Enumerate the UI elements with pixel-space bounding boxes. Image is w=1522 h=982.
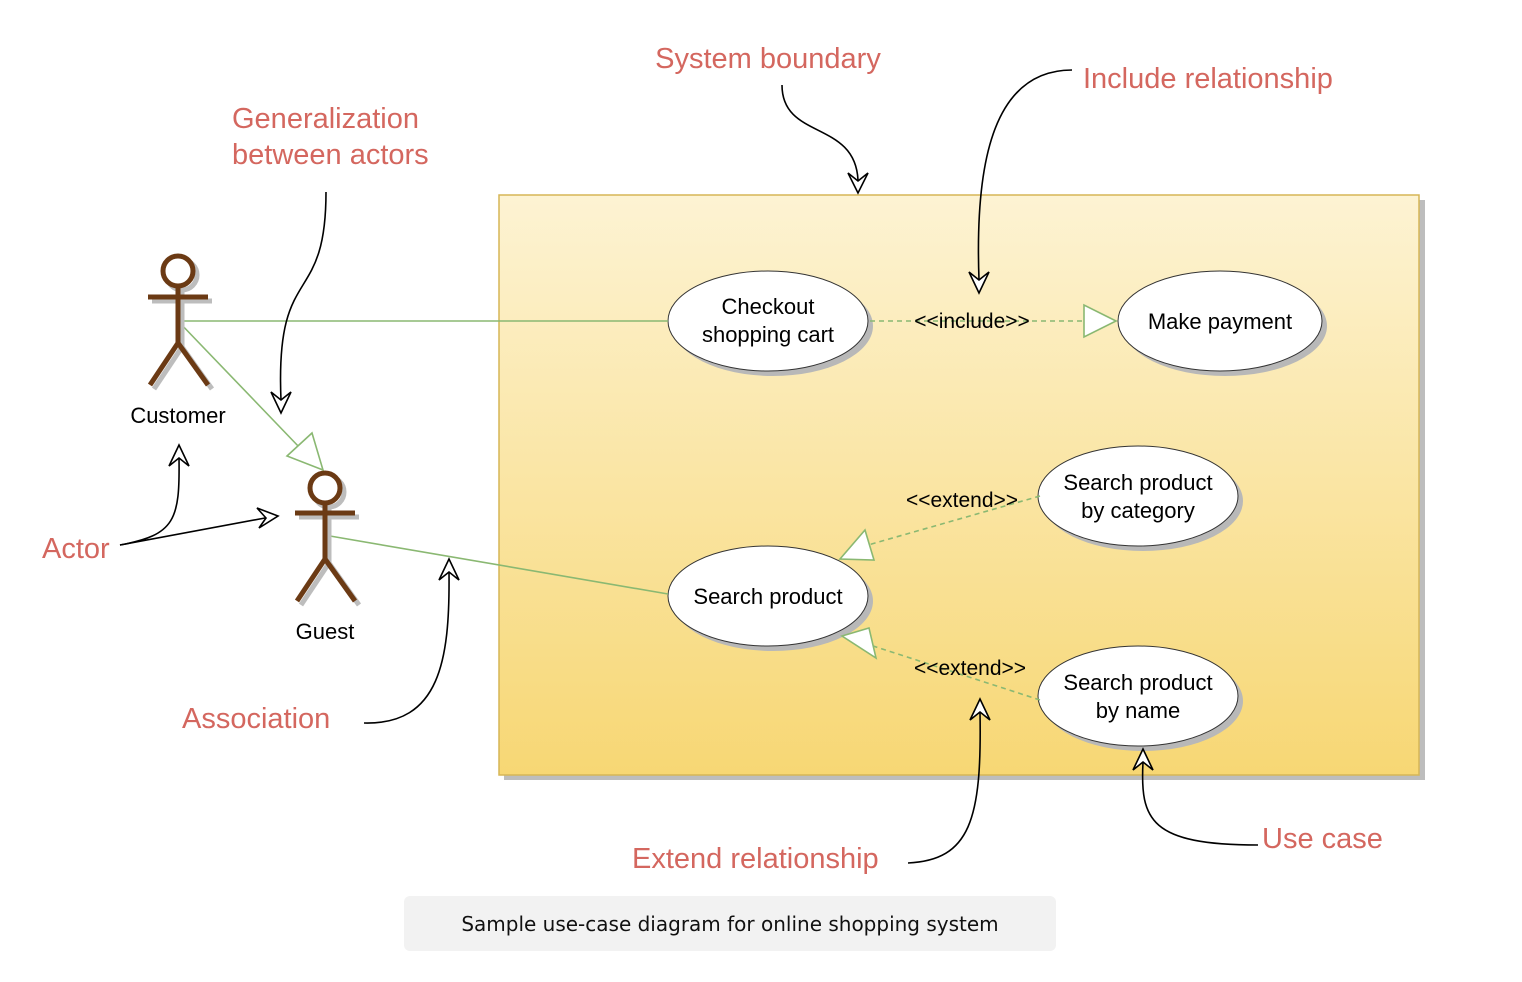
actor-arrow-customer [119,443,190,546]
extend-label-name: <<extend>> [914,657,1026,680]
use-case-label: Search product [1063,470,1212,495]
system-boundary-arrow [781,84,869,195]
extend-connector-category [838,495,1041,561]
use-case-search-product: Search product [667,545,873,651]
annotation-system-boundary: System boundary [655,43,881,75]
extend-label-category: <<extend>> [906,489,1018,512]
use-case-label: Checkout [722,294,815,319]
generalization-arrow [270,191,327,415]
annotation-generalization-line2: between actors [232,139,429,171]
use-case-checkout-shopping-cart: Checkout shopping cart [667,270,873,376]
use-case-label: Search product [693,584,842,609]
use-case-make-payment: Make payment [1117,270,1327,376]
include-relationship-arrow [968,69,1073,295]
use-case-label: by name [1096,698,1180,723]
association-guest-search [329,535,669,595]
annotation-include-relationship: Include relationship [1083,63,1333,95]
include-connector [870,303,1118,339]
include-label: <<include>> [914,310,1030,333]
diagram-caption: Sample use-case diagram for online shopp… [404,896,1056,951]
annotation-association: Association [182,703,330,735]
caption-text: Sample use-case diagram for online shopp… [461,911,999,936]
use-case-arrow [1132,747,1259,846]
guest-label: Guest [296,619,355,644]
use-case-search-product-by-category: Search product by category [1037,445,1243,551]
annotation-extend-relationship: Extend relationship [632,843,879,875]
customer-actor-icon [147,253,215,391]
extend-connector-name [840,626,1041,701]
use-case-label: by category [1081,498,1195,523]
generalization-customer-guest [177,320,325,472]
use-case-label: shopping cart [702,322,834,347]
guest-actor-icon [294,470,362,607]
annotation-use-case: Use case [1262,823,1383,855]
use-case-label: Make payment [1148,309,1292,334]
use-case-search-product-by-name: Search product by name [1037,645,1243,751]
actor-arrow-guest [119,507,280,546]
annotation-generalization-line1: Generalization [232,103,419,135]
extend-relationship-arrow [907,697,991,864]
use-case-label: Search product [1063,670,1212,695]
association-arrow [363,557,460,724]
annotation-actor: Actor [42,533,110,565]
customer-label: Customer [130,403,225,428]
